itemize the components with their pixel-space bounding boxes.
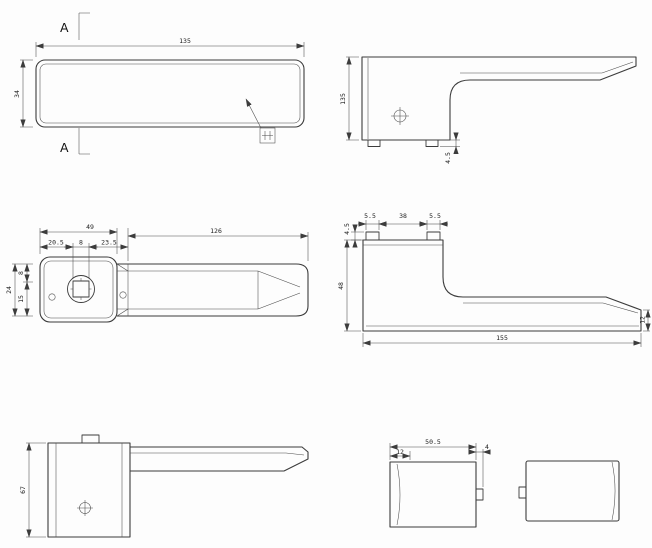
dim-text-rose-width: 49 [86,223,94,231]
rose-outline [39,256,118,323]
dim-text-offset-left: 20.5 [48,239,64,247]
dim-text-tab-right: 5.5 [429,212,441,220]
center-mark-icon [391,107,409,125]
cap-right-outline [525,460,620,522]
extension-lines [35,42,305,57]
cap-left-curve [396,463,401,526]
lever-outline [130,446,309,472]
screw-hole-right [119,291,127,299]
plate-inner-edges [55,443,123,537]
plan-view: A A 135 34 [13,12,305,155]
section-line-bottom-icon [78,128,90,155]
extension-lines [346,56,359,141]
dim-text-upper: 8 [17,271,25,275]
dim-text-foot: 4.5 [444,152,452,164]
grip-bar-outline [117,263,309,317]
spindle-notches [70,278,92,300]
dim-text-spindle: 8 [79,239,83,247]
end-caps: 50.5 12 4 [389,438,620,528]
leader-arrow [245,98,262,129]
side-view-middle: 5.5 38 5.5 4.5 48 155 12 [337,212,651,347]
surface-detail-box [259,127,276,144]
dim-text-height: 67 [19,486,27,494]
tab-left [365,231,380,241]
rose-inner-edge [43,260,114,319]
handle-plan-inner-edge [39,63,301,124]
extension-lines [389,443,484,487]
cap-left-tab [475,488,484,501]
lever-inner-edge [460,61,634,74]
extension-lines [440,139,460,147]
handle-plan-outline [35,59,305,128]
dim-text-face: 12 [396,448,404,456]
dim-text-bar-height: 24 [5,286,13,294]
dim-text-tab-left: 5.5 [364,212,376,220]
spindle-square-hole [72,280,90,298]
extension-lines [20,59,33,128]
center-mark-cross [77,500,93,516]
foot-left [367,139,381,147]
spindle-boss-circle [67,275,95,303]
side-view-upper: 135 4.5 [339,56,637,164]
dim-text-height: 135 [339,93,347,105]
cap-right-curve [611,461,616,521]
dim-text-width: 50.5 [425,438,441,446]
side-view-lower: 67 [19,434,309,538]
tab-right [426,231,441,241]
center-mark-icon [77,500,93,516]
section-label-top: A [60,20,69,35]
screw-hole-left [48,293,56,301]
dim-text-width: 34 [13,90,21,98]
dim-text-tab-height: 4.5 [343,223,351,235]
dim-text-span: 38 [399,212,407,220]
dim-text-tip: 12 [639,316,647,324]
dim-text-body-height: 48 [337,282,345,290]
front-view: 49 126 20.5 8 23.5 24 8 15 [5,223,309,323]
section-line-top-icon [78,12,90,40]
foot-right [425,139,439,147]
handle-side-outline [362,239,642,332]
dim-text-tab: 4 [485,443,489,451]
center-mark-cross [391,107,409,125]
dim-text-grip-length: 126 [210,227,222,235]
inner-edges [363,244,639,327]
extension-lines [39,228,309,278]
dim-text-lower: 15 [17,295,25,303]
dim-text-offset-right: 23.5 [101,239,117,247]
handle-side-outline [361,56,637,141]
dim-text-length: 135 [179,37,191,45]
cap-right-tab [518,486,527,499]
cap-left-outline [389,461,477,528]
surface-detail-icon [259,127,276,144]
extension-lines [344,239,361,332]
top-nub [81,434,100,444]
extension-lines [365,220,441,230]
lever-inner-edge [130,452,305,456]
dim-text-overall: 155 [496,334,508,342]
grip-bar-facets [116,263,301,317]
surface-detail-hatch [262,131,273,140]
section-label-bottom: A [60,140,69,155]
extension-lines [351,231,364,241]
rose-body-outline [47,442,131,538]
